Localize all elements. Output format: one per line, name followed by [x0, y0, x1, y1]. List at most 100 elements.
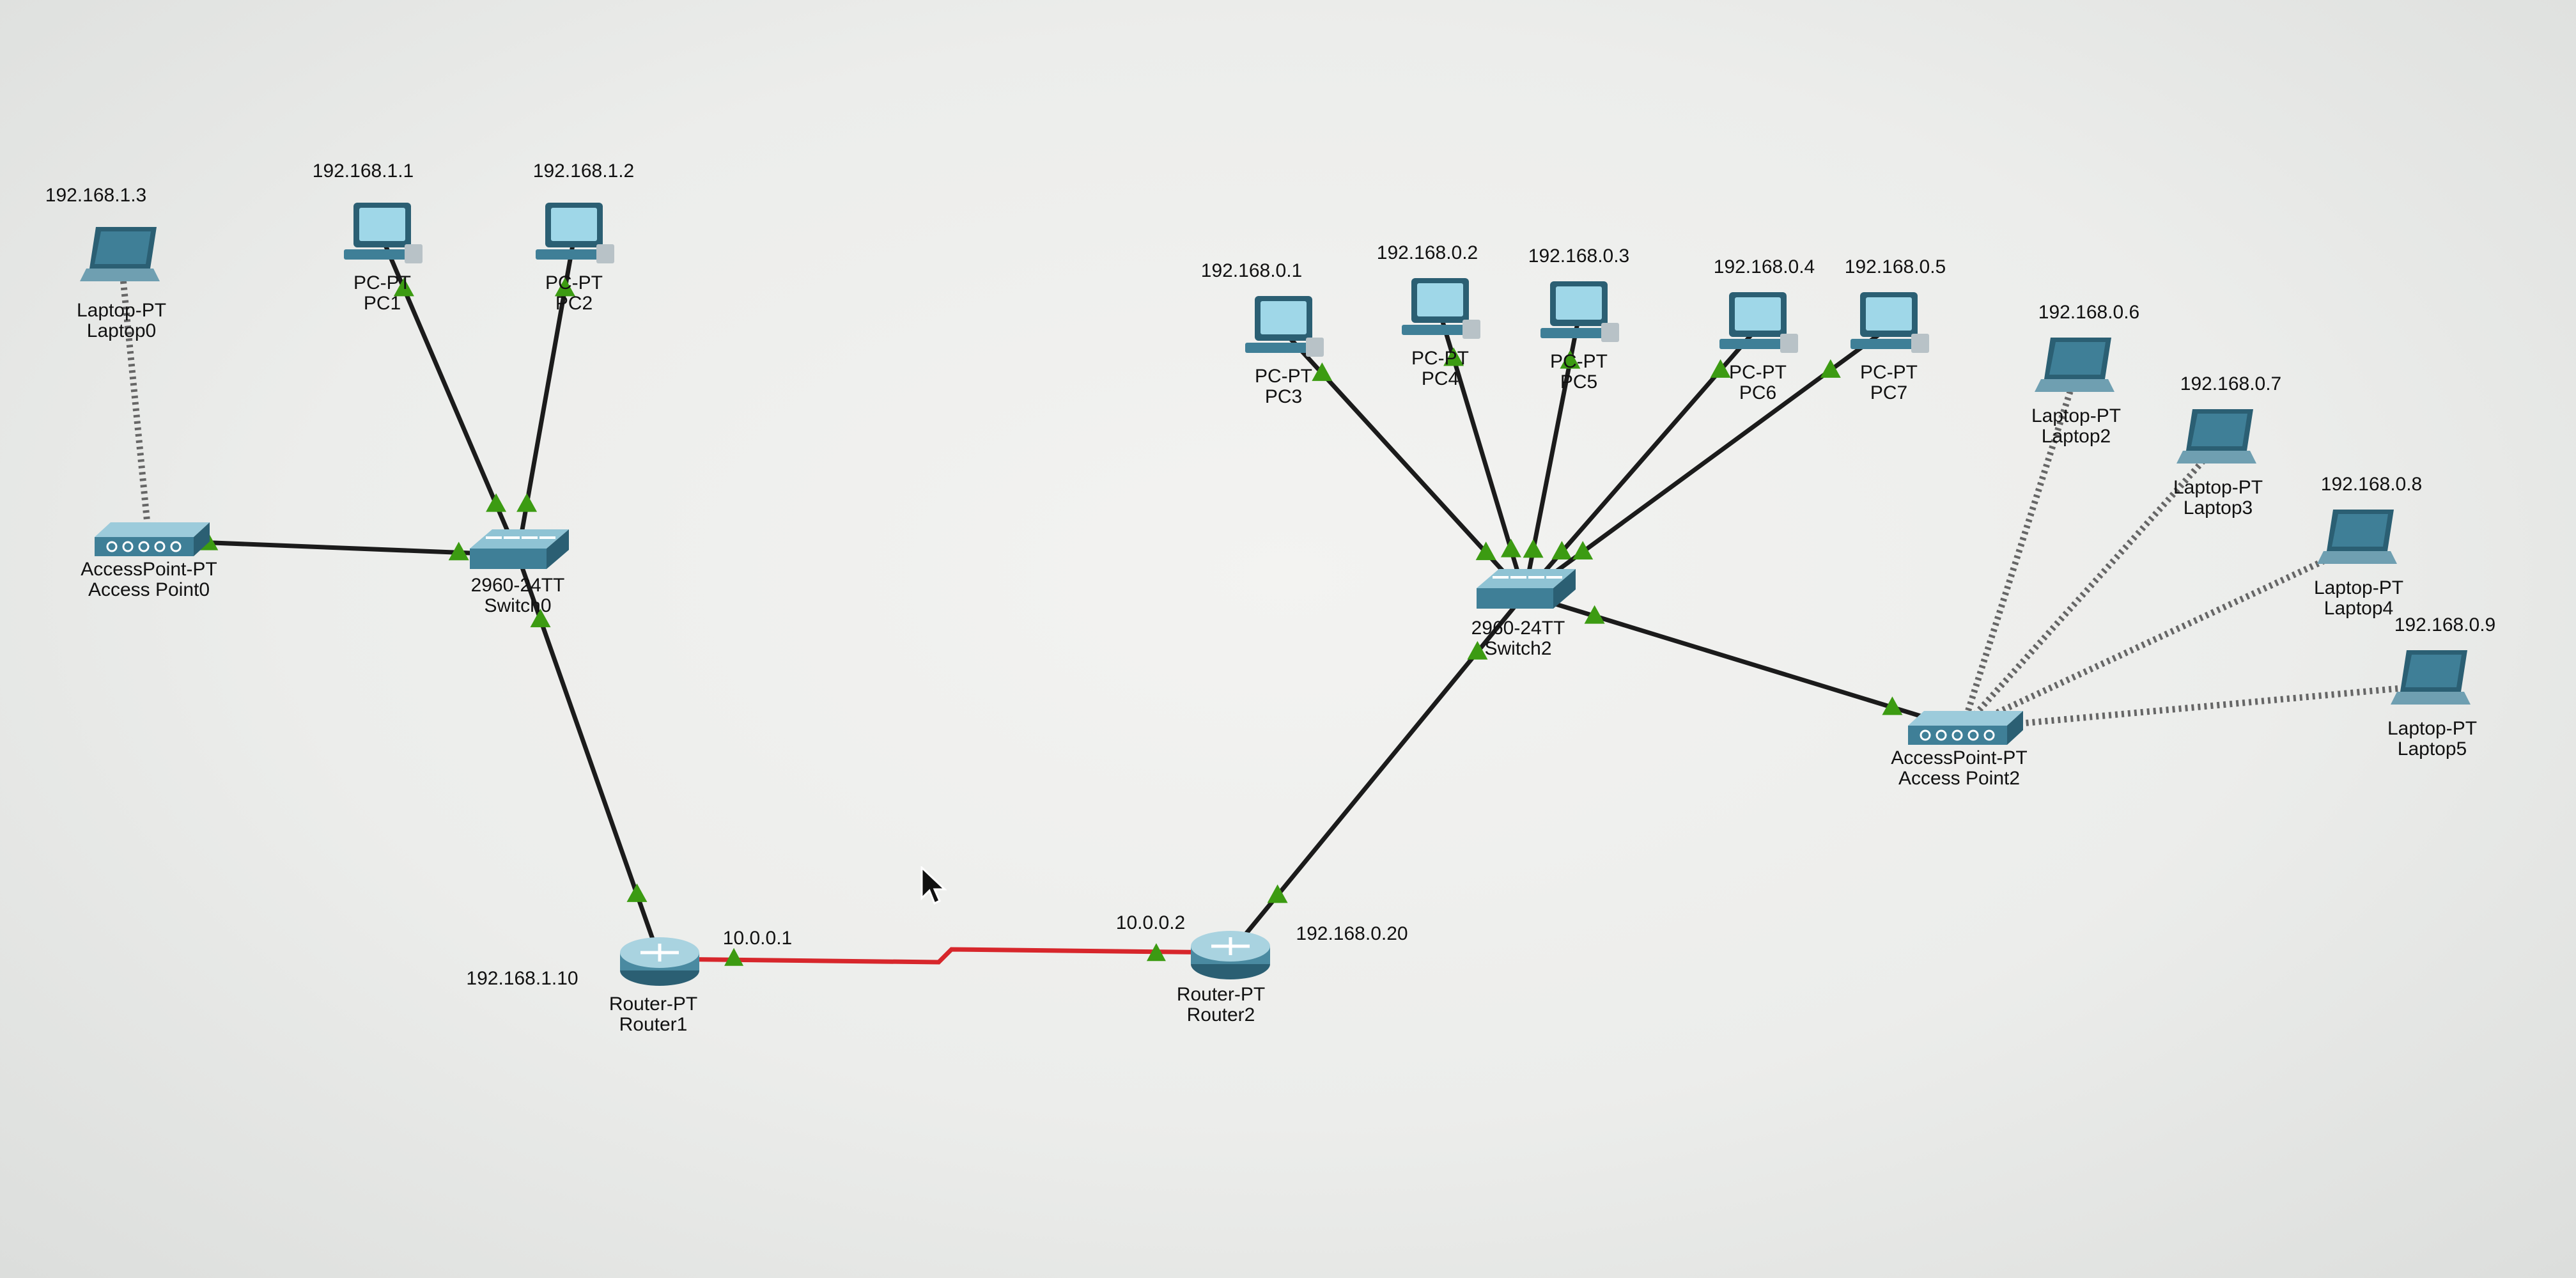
link-status-icon [1572, 541, 1594, 560]
access-point-icon [1908, 711, 2023, 745]
wireless-link-line [1962, 682, 2433, 732]
link-status-icon [554, 277, 575, 297]
device-name-label: Access Point0 [88, 579, 210, 600]
device-ap0[interactable] [95, 522, 210, 556]
router-icon [1191, 931, 1270, 979]
device-router1[interactable] [620, 937, 699, 986]
ip-address-label: 192.168.1.10 [466, 968, 578, 989]
device-pc3[interactable] [1245, 296, 1324, 357]
link-router2-switch2[interactable] [1229, 593, 1526, 955]
ip-address-label: 192.168.0.3 [1528, 245, 1630, 267]
link-ap2-laptop4[interactable] [1960, 542, 2361, 732]
link-status-icon [486, 493, 507, 512]
pc-icon [344, 203, 423, 263]
laptop-icon [2391, 650, 2471, 705]
device-laptop0[interactable] [80, 227, 160, 281]
pc-icon [536, 203, 614, 263]
link-status-icon [1312, 362, 1333, 381]
link-pc6-switch2[interactable] [1523, 325, 1760, 596]
device-pc7[interactable] [1851, 292, 1929, 353]
link-switch0-router1[interactable] [515, 554, 662, 960]
device-router2[interactable] [1191, 931, 1270, 979]
router-icon [620, 937, 699, 986]
device-name-label: PC5 [1560, 371, 1598, 393]
link-status-icon [1467, 641, 1488, 660]
link-pc3-switch2[interactable] [1282, 329, 1526, 596]
link-status-icon [1443, 347, 1464, 366]
device-name-label: Laptop2 [2041, 426, 2111, 447]
device-model-label: Laptop-PT [2173, 477, 2263, 498]
ip-address-label: 192.168.0.2 [1376, 242, 1478, 263]
link-pc2-switch0[interactable] [515, 237, 577, 556]
device-name-label: Access Point2 [1898, 768, 2021, 789]
laptop-icon [2317, 510, 2397, 564]
access-point-icon [95, 522, 210, 556]
link-status-icon [1820, 359, 1841, 378]
device-pc2[interactable] [536, 203, 614, 263]
link-ap2-laptop2[interactable] [1959, 371, 2079, 730]
link-status-icon [448, 542, 469, 561]
device-name-label: PC4 [1421, 368, 1459, 389]
link-router1-router2[interactable] [659, 943, 1231, 966]
device-pc4[interactable] [1402, 278, 1480, 339]
device-switch2[interactable] [1477, 569, 1576, 609]
device-model-label: Laptop-PT [2031, 405, 2122, 426]
device-model-label: PC-PT [545, 272, 603, 293]
pc-icon [1719, 292, 1798, 353]
link-switch2-ap2[interactable] [1523, 592, 1964, 731]
ip-address-label: 192.168.0.1 [1200, 260, 1303, 281]
ip-address-label: 192.168.0.9 [2394, 614, 2496, 635]
device-pc5[interactable] [1540, 281, 1619, 342]
ip-address-label: 192.168.1.3 [45, 185, 147, 206]
device-model-label: PC-PT [1255, 366, 1312, 387]
device-model-label: Router-PT [609, 994, 698, 1015]
device-ap2[interactable] [1908, 711, 2023, 745]
link-status-icon [1500, 538, 1521, 557]
link-pc1-switch0[interactable] [380, 237, 520, 556]
device-model-label: AccessPoint-PT [81, 559, 217, 580]
device-name-label: Switch0 [484, 595, 552, 616]
device-pc6[interactable] [1719, 292, 1798, 353]
device-model-label: 2960-24TT [1471, 618, 1565, 639]
link-status-icon [516, 493, 538, 512]
link-status-icon [393, 277, 414, 297]
device-pc1[interactable] [344, 203, 423, 263]
pc-icon [1402, 278, 1480, 339]
link-status-icon [1475, 542, 1496, 561]
laptop-icon [2176, 409, 2256, 464]
link-status-icon [1560, 350, 1581, 369]
link-status-icon [626, 883, 648, 902]
wireless-link-line [1959, 371, 2079, 730]
device-switch0[interactable] [470, 529, 569, 569]
device-name-label: PC2 [555, 293, 593, 314]
link-laptop0-ap0[interactable] [118, 261, 152, 541]
wireless-link-line [118, 261, 152, 541]
device-model-label: PC-PT [1550, 351, 1608, 372]
switch-icon [1477, 569, 1576, 609]
device-name-label: PC3 [1264, 386, 1303, 407]
link-status-icon [1523, 539, 1544, 558]
device-laptop3[interactable] [2176, 409, 2256, 464]
device-laptop4[interactable] [2317, 510, 2397, 564]
device-model-label: Laptop-PT [76, 300, 167, 321]
device-model-label: PC-PT [353, 272, 411, 293]
link-ap2-laptop5[interactable] [1962, 682, 2433, 732]
ip-address-label: 192.168.0.5 [1844, 256, 1946, 277]
pc-icon [1851, 292, 1929, 353]
interface-ip-label: 10.0.0.2 [1115, 912, 1186, 933]
device-model-label: AccessPoint-PT [1891, 747, 2028, 768]
device-laptop5[interactable] [2391, 650, 2471, 705]
link-pc4-switch2[interactable] [1438, 312, 1527, 596]
device-model-label: Router-PT [1176, 984, 1266, 1005]
device-name-label: PC1 [363, 293, 401, 314]
link-pc5-switch2[interactable] [1522, 316, 1581, 595]
pc-icon [1540, 281, 1619, 342]
device-laptop2[interactable] [2035, 338, 2114, 392]
device-name-label: Laptop0 [86, 320, 157, 341]
link-pc7-switch2[interactable] [1523, 325, 1891, 596]
device-model-label: Laptop-PT [2387, 718, 2478, 739]
laptop-icon [80, 227, 160, 281]
wireless-link-line [1960, 542, 2361, 732]
mouse-cursor-icon [920, 865, 949, 910]
